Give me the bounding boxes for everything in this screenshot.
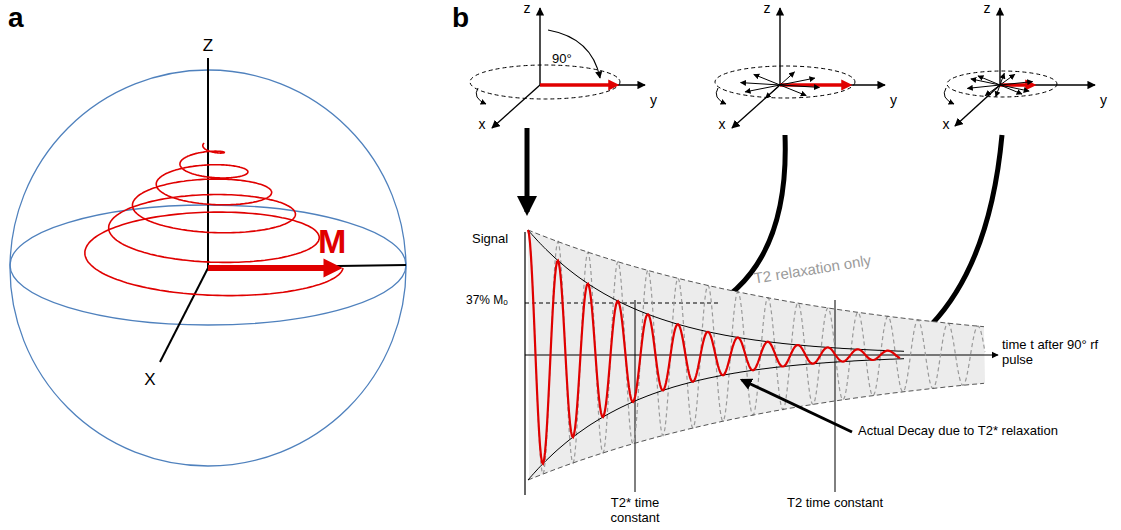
spin-vector: [978, 76, 1000, 85]
axis-label: y: [650, 92, 657, 108]
axis-label: x: [479, 116, 486, 132]
spin-vector: [971, 79, 1000, 85]
axis-label: y: [890, 92, 897, 108]
axis-label: z: [764, 0, 771, 16]
spin-vector: [1000, 85, 1029, 91]
spin-vector: [741, 83, 780, 85]
axis-label: X: [144, 370, 155, 390]
t2star-envelope: [528, 230, 904, 480]
spin-vector: [985, 85, 1000, 96]
y-axis: [208, 265, 406, 268]
axis-label: Z: [203, 36, 213, 56]
spin-vector: [967, 85, 1000, 88]
pointer-arrow: [525, 128, 530, 212]
level-label: 37% Mₒ: [466, 294, 508, 308]
spin-vector: [780, 78, 815, 85]
pointer-arrow: [702, 135, 785, 312]
vector-label: M: [318, 222, 346, 261]
rotating-frame-3: [944, 8, 1095, 126]
fid-signal: [528, 230, 900, 464]
axis-label: z: [524, 0, 531, 16]
magnetization-vector: [208, 265, 335, 271]
x-axis: [160, 268, 208, 362]
signal-axis: [524, 232, 525, 495]
axis-label: y: [1100, 92, 1107, 108]
spin-vector: [766, 85, 781, 98]
spin-vector: [1000, 73, 1004, 85]
marker-label: T2 time constant: [783, 496, 887, 511]
annotation: Actual Decay due to T2* relaxation: [856, 424, 1070, 439]
angle-label: 90°: [552, 52, 572, 67]
axis-label: x: [943, 116, 950, 132]
curve-label: T2 relaxation only: [751, 251, 875, 287]
spin-vector: [1000, 85, 1022, 94]
spin-vector: [780, 85, 806, 96]
spin-vector: [1000, 82, 1033, 85]
axis-title: time t after 90° rf pulse: [1000, 338, 1116, 368]
axis-label: x: [719, 116, 726, 132]
rotating-frame-1: [470, 8, 645, 128]
rotating-frame-2: [715, 8, 885, 128]
pointer-arrow: [742, 380, 852, 432]
magnetization-spiral: [85, 143, 343, 296]
t2-envelope: [528, 230, 984, 480]
spin-vector: [745, 85, 780, 92]
axis-label: z: [984, 0, 991, 16]
z-axis: [207, 58, 209, 268]
axis-title: Signal: [472, 232, 508, 247]
marker-label: T2* time constant: [583, 496, 687, 526]
panel-letter: a: [8, 2, 24, 34]
panel-letter: b: [452, 2, 469, 34]
t2-marker: [835, 300, 836, 492]
